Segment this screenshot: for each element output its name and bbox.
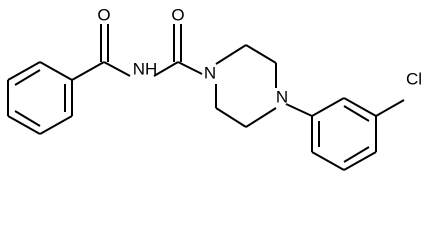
benzoyl-carbonyl	[71, 24, 131, 81]
atom-label-n-piperazine-4: N	[276, 87, 288, 106]
bond	[215, 44, 247, 65]
molecule-structure: O NH O N N Cl	[7, 5, 422, 171]
bond	[245, 107, 277, 128]
bond-double-inner	[343, 105, 370, 122]
bond	[311, 151, 345, 171]
bond	[39, 115, 73, 135]
bond	[103, 61, 131, 77]
bond	[7, 61, 41, 81]
bond	[177, 61, 203, 75]
bond-c-cl	[375, 99, 405, 117]
atom-label-o-carbonyl: O	[171, 5, 184, 24]
bond-double-inner	[14, 110, 41, 127]
atom-label-cl: Cl	[406, 69, 422, 88]
bond-double-inner	[343, 146, 370, 163]
piperazine-ring	[215, 44, 277, 128]
bond	[39, 61, 73, 81]
bond-double-inner	[14, 69, 41, 86]
bond-n-aryl	[285, 103, 313, 117]
chlorophenyl-ring	[311, 97, 377, 171]
benzoyl-phenyl-ring	[7, 61, 73, 135]
bond	[311, 97, 345, 117]
atom-label-n-piperazine-1: N	[204, 63, 216, 82]
bond	[245, 44, 277, 64]
bond	[7, 115, 41, 135]
bond	[215, 107, 247, 128]
bond	[153, 61, 179, 77]
bond	[343, 151, 377, 171]
urea-carbonyl	[153, 24, 203, 77]
atom-label-nh: NH	[133, 59, 158, 78]
atom-label-o-benzoyl: O	[97, 5, 110, 24]
bond	[71, 61, 105, 81]
bond	[343, 97, 377, 117]
